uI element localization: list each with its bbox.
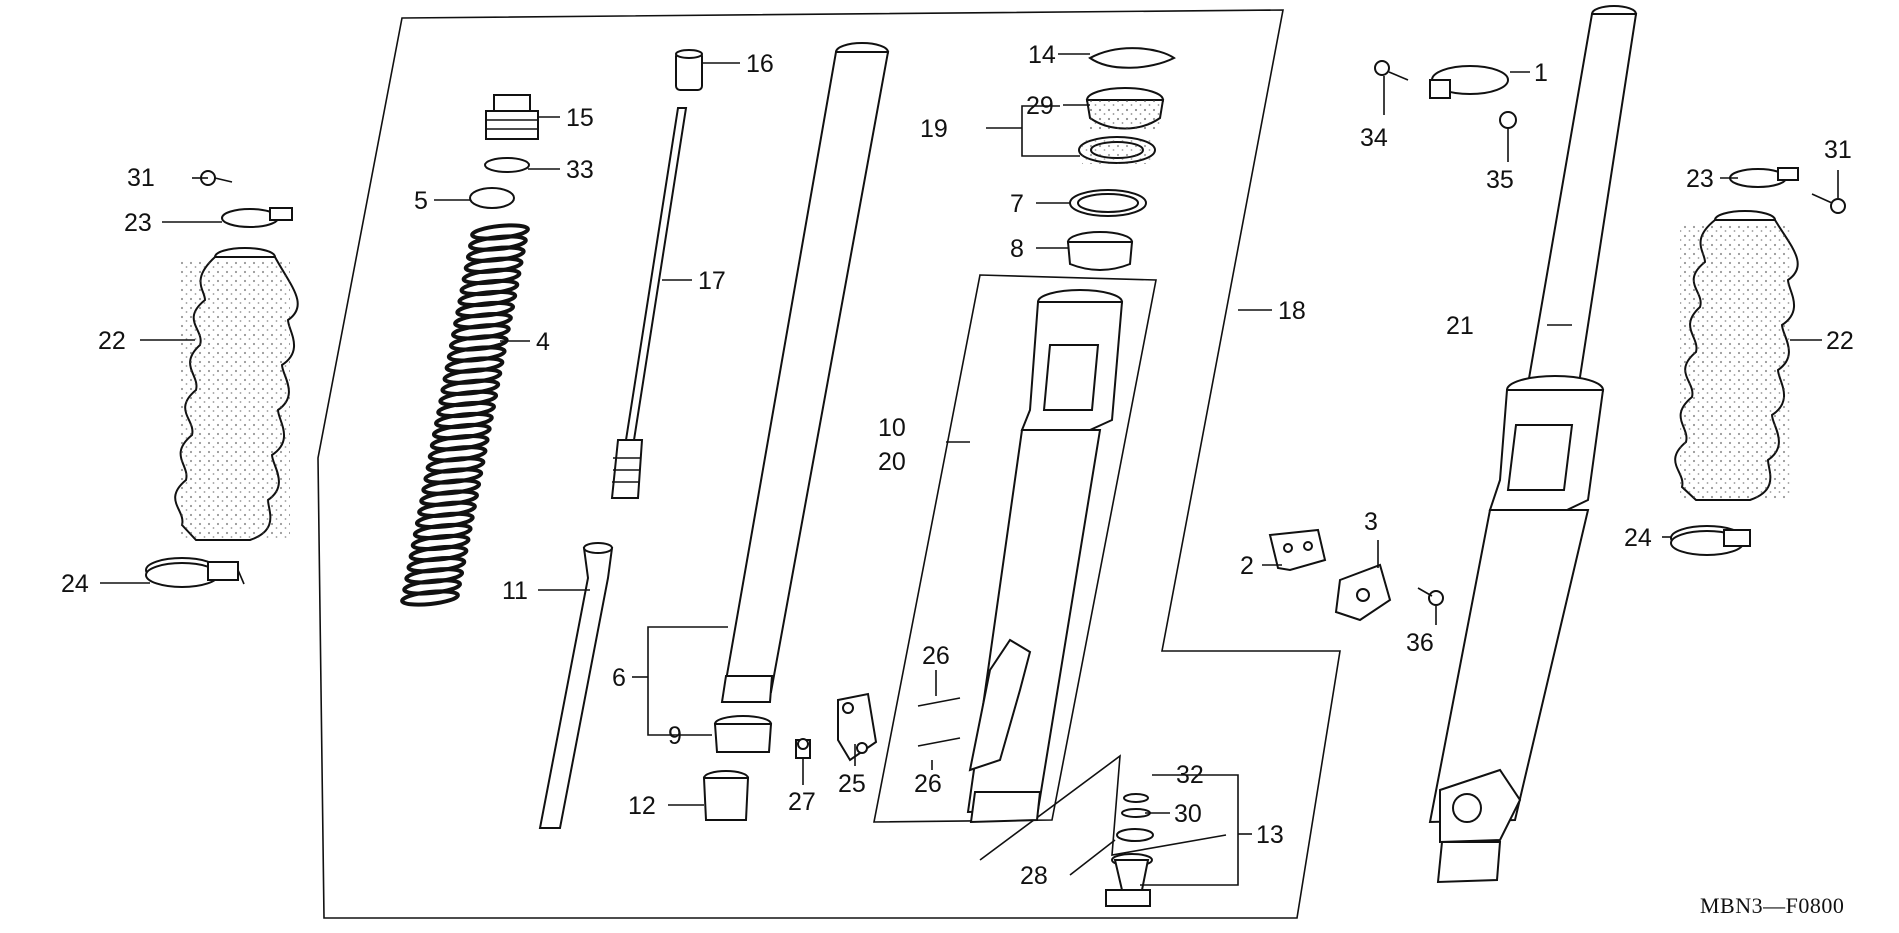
callout-7: 7 xyxy=(1010,190,1024,218)
callout-34: 34 xyxy=(1360,124,1388,152)
cap-o-ring xyxy=(484,157,530,173)
callout-17: 17 xyxy=(698,267,726,295)
oil-lock-cylinder xyxy=(538,542,614,829)
protector-bracket xyxy=(1268,528,1327,572)
callout-labels: 31 23 22 24 15 33 5 4 16 17 11 6 9 12 27… xyxy=(61,41,1854,918)
axle-stud-upper xyxy=(917,697,961,707)
damper-washer xyxy=(1116,828,1154,842)
callout-3: 3 xyxy=(1364,508,1378,536)
callout-30: 30 xyxy=(1174,800,1202,828)
callout-21: 21 xyxy=(1446,312,1474,340)
drain-bolt-small xyxy=(795,738,811,759)
callout-12: 12 xyxy=(628,792,656,820)
callout-10: 10 xyxy=(878,414,906,442)
fork-cap-bolt xyxy=(485,94,539,140)
axle-stud-lower xyxy=(917,737,961,747)
axle-holder xyxy=(837,692,878,762)
callout-27: 27 xyxy=(788,788,816,816)
callout-2: 2 xyxy=(1240,552,1254,580)
fork-inner-tube xyxy=(720,42,890,703)
callout-1: 1 xyxy=(1534,59,1548,87)
bottom-case-outline xyxy=(873,274,1157,823)
callout-4: 4 xyxy=(536,328,550,356)
callout-20: 20 xyxy=(878,448,906,476)
right-fork-boot xyxy=(1674,210,1799,501)
damper-o-ring-32 xyxy=(1123,793,1149,803)
callout-11: 11 xyxy=(502,577,528,605)
callout-23-right: 23 xyxy=(1686,165,1714,193)
clamp-bolt xyxy=(1374,60,1409,81)
spring-collar xyxy=(469,187,515,209)
fork-spring xyxy=(400,223,530,607)
callout-19: 19 xyxy=(920,115,948,143)
fork-bottom-case xyxy=(966,289,1124,824)
callout-25: 25 xyxy=(838,770,866,798)
callout-31-left: 31 xyxy=(127,164,155,192)
clamp-nut xyxy=(1499,111,1517,129)
damper-rod-nut xyxy=(675,49,703,91)
callout-29: 29 xyxy=(1026,92,1054,120)
callout-28: 28 xyxy=(1020,862,1048,890)
right-boot-lower-clamp xyxy=(1670,525,1751,556)
callout-22-right: 22 xyxy=(1826,327,1854,355)
right-boot-upper-clamp xyxy=(1729,167,1799,188)
callout-14: 14 xyxy=(1028,41,1056,69)
callout-13: 13 xyxy=(1256,821,1284,849)
brake-hose-guide xyxy=(1334,563,1392,622)
left-fork-boot xyxy=(174,247,299,541)
callout-26-upper: 26 xyxy=(922,642,950,670)
guide-bushing xyxy=(702,770,750,821)
left-boot-lower-clamp xyxy=(145,557,245,588)
callout-31-right: 31 xyxy=(1824,136,1852,164)
callout-36: 36 xyxy=(1406,629,1434,657)
callout-16: 16 xyxy=(746,50,774,78)
callout-18: 18 xyxy=(1278,297,1306,325)
callout-5: 5 xyxy=(414,187,428,215)
leader-lines xyxy=(100,53,1839,886)
callout-15: 15 xyxy=(566,104,594,132)
damper-kit-outline xyxy=(979,754,1227,861)
diagram-code: MBN3—F0800 xyxy=(1700,893,1844,918)
cable-clamp xyxy=(1429,65,1509,99)
left-boot-upper-clamp xyxy=(221,207,293,228)
callout-32: 32 xyxy=(1176,761,1204,789)
callout-33: 33 xyxy=(566,156,594,184)
compression-damper-bolt xyxy=(1105,853,1153,907)
callout-35: 35 xyxy=(1486,166,1514,194)
callout-24-left: 24 xyxy=(61,570,89,598)
slide-bushing xyxy=(1066,231,1134,271)
damper-rod xyxy=(610,107,688,499)
fork-assembly-outline xyxy=(317,9,1341,919)
callout-24-right: 24 xyxy=(1624,524,1652,552)
guide-bolt xyxy=(1417,587,1444,606)
callout-26-lower: 26 xyxy=(914,770,942,798)
callout-9: 9 xyxy=(668,722,682,750)
back-up-ring xyxy=(1069,189,1147,217)
callout-6: 6 xyxy=(612,664,626,692)
callout-23-left: 23 xyxy=(124,209,152,237)
stopper-ring xyxy=(1088,47,1176,69)
oil-seal xyxy=(1078,136,1156,164)
callout-22-left: 22 xyxy=(98,327,126,355)
right-clamp-screw xyxy=(1811,193,1846,214)
slider-bushing xyxy=(713,715,773,753)
dust-seal xyxy=(1085,87,1165,130)
fork-assembly xyxy=(1428,5,1638,884)
callout-8: 8 xyxy=(1010,235,1024,263)
